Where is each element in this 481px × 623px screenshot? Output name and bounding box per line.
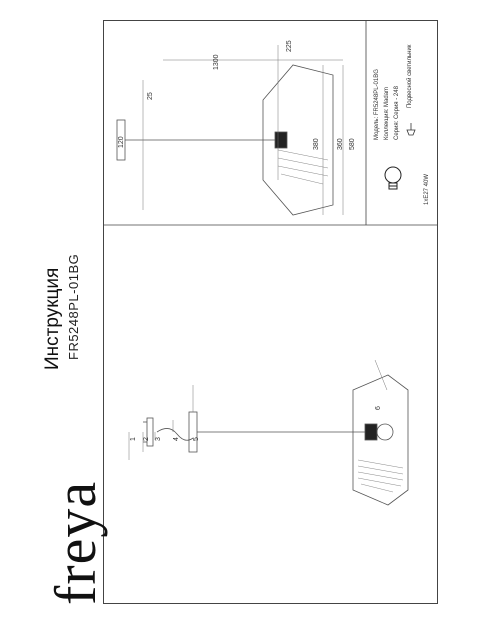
part-label-2: 2 xyxy=(143,437,150,441)
mounting-bar xyxy=(146,417,154,447)
dim-shade-hatching xyxy=(277,149,329,185)
assembly-drawing xyxy=(128,359,409,506)
spec-bulb: 1xE27 40W xyxy=(424,173,430,205)
spec-series: Серия: Серия - 248 xyxy=(394,86,400,140)
part-label-5: 5 xyxy=(193,437,200,441)
spec-collection-label: Коллекция: xyxy=(384,108,390,140)
dim-label-25: 25 xyxy=(147,92,154,100)
part-label-4: 4 xyxy=(173,437,180,441)
dim-socket xyxy=(274,131,288,149)
bulb-outline xyxy=(376,423,394,441)
sheet-frame xyxy=(103,20,438,604)
dim-label-120: 120 xyxy=(118,136,125,148)
dim-label-225: 225 xyxy=(286,40,293,52)
canopy xyxy=(188,411,198,453)
dimension-drawing xyxy=(116,45,344,216)
drawing-area xyxy=(103,20,438,506)
spec-model-label: Модель: xyxy=(374,116,380,140)
spec-model: Модель: FR5248PL-01BG xyxy=(374,69,380,140)
dim-label-580: 580 xyxy=(349,138,356,150)
spec-collection-value: Madam xyxy=(384,86,390,107)
spec-model-value: FR5248PL-01BG xyxy=(374,69,380,116)
wire xyxy=(156,428,194,441)
spec-collection: Коллекция: Madam xyxy=(384,87,390,140)
model-code: FR5248PL-01BG xyxy=(66,253,81,360)
pendant-lamp-icon xyxy=(406,123,416,136)
dim-label-1300: 1300 xyxy=(213,54,220,70)
dimension-lines xyxy=(142,45,344,215)
spec-series-label: Серия: xyxy=(394,120,400,140)
dim-label-380: 380 xyxy=(313,138,320,150)
dim-label-360: 360 xyxy=(337,138,344,150)
part-label-1: 1 xyxy=(130,437,137,441)
part-label-3: 3 xyxy=(155,437,162,441)
lightbulb-icon xyxy=(384,166,402,190)
brand-logo: freya xyxy=(43,480,108,605)
spec-series-value: Серия - 248 xyxy=(394,86,400,120)
spec-type: Подвесной светильник xyxy=(407,44,413,108)
socket xyxy=(364,423,378,441)
document-title: Инструкция xyxy=(42,267,63,370)
shade-hatching xyxy=(357,459,404,493)
part-label-6: 6 xyxy=(375,406,382,410)
lampshade xyxy=(352,374,409,506)
dim-lampshade xyxy=(262,64,334,216)
